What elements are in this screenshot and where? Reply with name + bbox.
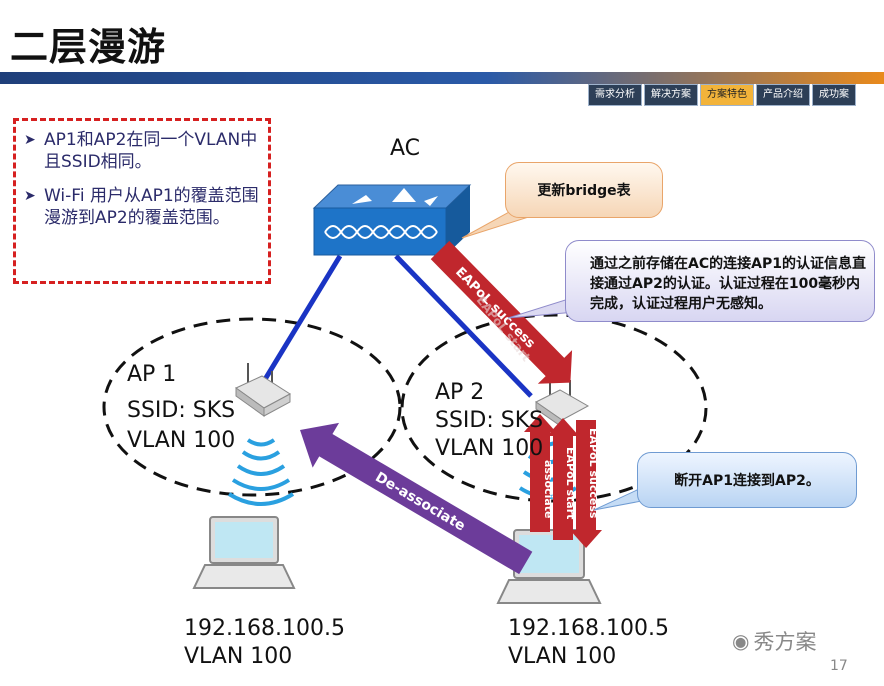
bullet-arrow-icon: ➤ bbox=[24, 188, 36, 204]
bullet-arrow-icon: ➤ bbox=[24, 132, 36, 148]
deassociate-label: De-associate bbox=[372, 469, 467, 534]
eapol-start-arrow-client: EAPoL start bbox=[547, 418, 579, 540]
ap1-coverage-ellipse bbox=[102, 317, 402, 497]
ac-switch-icon bbox=[312, 184, 472, 256]
client2-ip: 192.168.100.5 bbox=[508, 616, 669, 641]
associate-label: associate bbox=[542, 460, 555, 519]
client1-vlan: VLAN 100 bbox=[184, 644, 293, 669]
ap1-device-icon bbox=[235, 363, 291, 417]
nav-tab-products[interactable]: 产品介绍 bbox=[756, 84, 810, 106]
bullet-box: ➤ AP1和AP2在同一个VLAN中且SSID相同。 ➤ Wi-Fi 用户从AP… bbox=[13, 118, 271, 284]
client1-ip: 192.168.100.5 bbox=[184, 616, 345, 641]
ap1-name: AP 1 bbox=[127, 362, 177, 387]
wifi-signal-icon bbox=[227, 438, 295, 506]
callout-disconnect: 断开AP1连接到AP2。 bbox=[637, 452, 857, 508]
watermark: ◉ 秀方案 bbox=[732, 626, 816, 656]
nav-tabs: 需求分析 解决方案 方案特色 产品介绍 成功案 bbox=[586, 84, 856, 106]
ap2-name: AP 2 bbox=[435, 380, 485, 405]
eapol-success-client-label: EAPoL success bbox=[587, 428, 600, 519]
nav-tab-cases[interactable]: 成功案 bbox=[812, 84, 856, 106]
wechat-icon: ◉ bbox=[732, 629, 750, 653]
ap2-device-icon bbox=[535, 375, 590, 428]
nav-tab-features[interactable]: 方案特色 bbox=[700, 84, 754, 106]
ac-ap1-link bbox=[261, 254, 343, 383]
page-title: 二层漫游 bbox=[10, 25, 167, 69]
ac-ap2-link bbox=[394, 254, 533, 398]
bullet-item: ➤ Wi-Fi 用户从AP1的覆盖范围漫游到AP2的覆盖范围。 bbox=[24, 185, 262, 229]
ac-label: AC bbox=[390, 136, 421, 161]
callout-auth: 通过之前存储在AC的连接AP1的认证信息直接通过AP2的认证。认证过程在100毫… bbox=[565, 240, 875, 322]
ap1-ssid: SSID: SKS bbox=[127, 398, 236, 423]
watermark-text: 秀方案 bbox=[753, 630, 817, 654]
associate-arrow: associate bbox=[524, 414, 556, 532]
bullet-text: Wi-Fi 用户从AP1的覆盖范围漫游到AP2的覆盖范围。 bbox=[44, 186, 259, 228]
callout-bridge: 更新bridge表 bbox=[505, 162, 663, 218]
ap2-vlan: VLAN 100 bbox=[435, 436, 544, 461]
bullet-text: AP1和AP2在同一个VLAN中且SSID相同。 bbox=[44, 130, 258, 172]
client1-laptop-icon bbox=[192, 516, 296, 589]
nav-tab-solution[interactable]: 解决方案 bbox=[644, 84, 698, 106]
eapol-start-client-label: EAPoL start bbox=[564, 447, 577, 519]
eapol-success-arrow-client: EAPoL success bbox=[570, 420, 602, 548]
ap2-ssid: SSID: SKS bbox=[435, 408, 544, 433]
client2-vlan: VLAN 100 bbox=[508, 644, 617, 669]
deassociate-arrow: De-associate bbox=[300, 422, 533, 575]
eapol-success-arrow-ac: EAPoL success bbox=[430, 240, 573, 384]
ap1-vlan: VLAN 100 bbox=[127, 428, 236, 453]
header-bar bbox=[0, 72, 884, 84]
bullet-item: ➤ AP1和AP2在同一个VLAN中且SSID相同。 bbox=[24, 129, 262, 173]
page-number: 17 bbox=[830, 658, 848, 674]
nav-tab-requirements[interactable]: 需求分析 bbox=[588, 84, 642, 106]
